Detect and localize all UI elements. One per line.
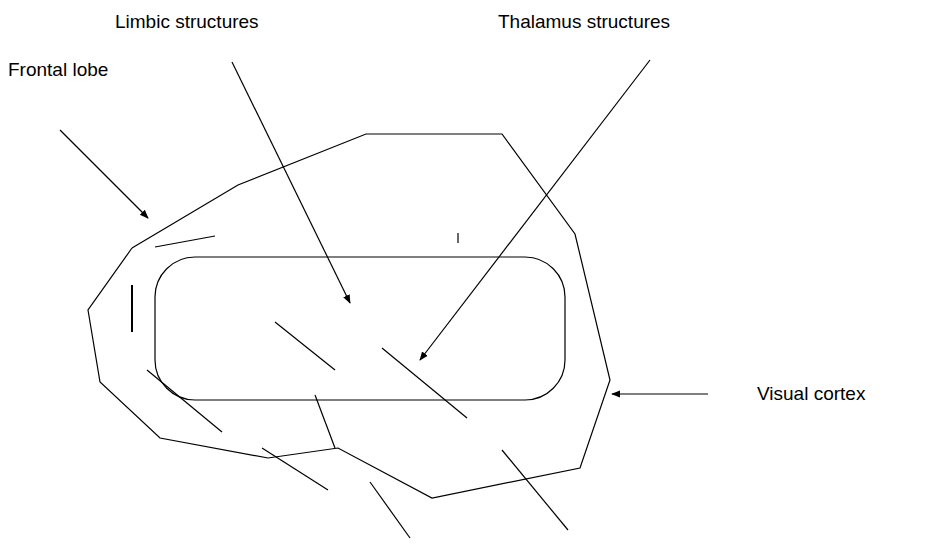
region-label: Thalamus structures xyxy=(498,12,670,33)
leader-arrow xyxy=(420,60,650,360)
inner-region xyxy=(155,257,565,400)
region-label: Frontal lobe xyxy=(8,60,108,81)
leader-arrow xyxy=(232,62,350,303)
region-label: Limbic structures xyxy=(115,12,259,33)
brain-outline xyxy=(88,134,610,498)
leader-arrow xyxy=(60,130,148,218)
structure-line xyxy=(131,285,133,332)
leader-arrow xyxy=(612,393,708,394)
structure-line xyxy=(155,236,215,247)
structure-line xyxy=(457,233,458,243)
region-label: Visual cortex xyxy=(757,384,865,405)
structure-line xyxy=(275,322,335,370)
structure-line xyxy=(315,395,335,448)
structure-line xyxy=(370,482,410,538)
structure-line xyxy=(502,450,568,530)
structure-line xyxy=(147,370,222,432)
structure-line xyxy=(382,348,467,418)
structure-line xyxy=(262,448,328,490)
